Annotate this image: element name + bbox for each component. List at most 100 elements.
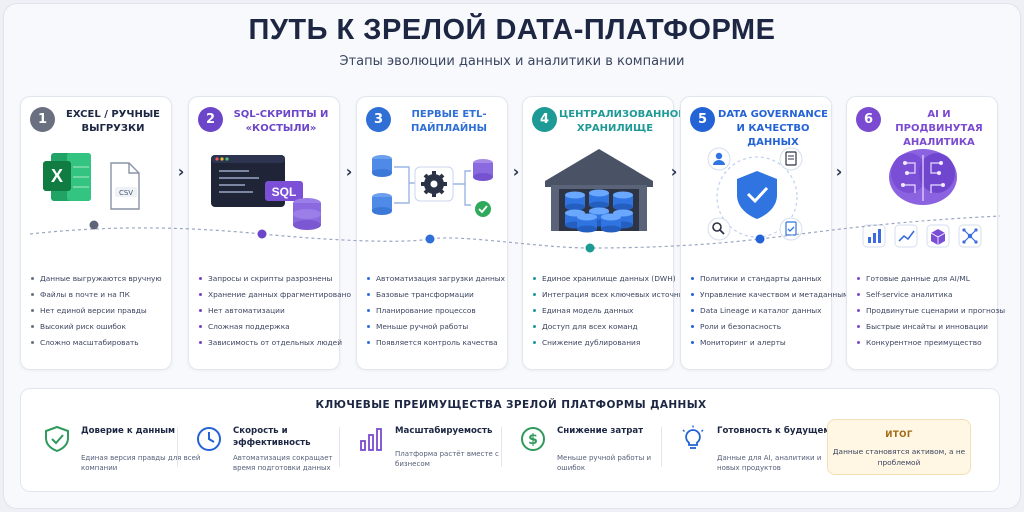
stage-bullets: Единое хранилище данных (DWH)Интеграция … bbox=[533, 273, 697, 353]
stage-bullet: Зависимость от отдельных людей bbox=[199, 337, 342, 353]
cube-icon bbox=[926, 224, 950, 248]
svg-text:CSV: CSV bbox=[119, 189, 133, 197]
gear-icon bbox=[414, 166, 454, 202]
stage-title: SQL-СКРИПТЫ И «КОСТЫЛИ» bbox=[233, 109, 329, 134]
stage-bullet: Базовые трансформации bbox=[367, 289, 507, 305]
stage-card-1: 1 EXCEL / РУЧНЫЕ ВЫГРУЗКИ X CSV Данные в… bbox=[20, 96, 172, 370]
stage-title: DATA GOVERNANCE И КАЧЕСТВО ДАННЫХ bbox=[718, 109, 828, 148]
stage-bullet: Конкурентное преимущество bbox=[857, 337, 997, 353]
benefit-name: Скорость и эффективность bbox=[233, 426, 311, 448]
svg-text:X: X bbox=[51, 166, 63, 186]
stage-number: 3 bbox=[366, 107, 391, 132]
benefit-name: Готовность к будущему bbox=[717, 426, 836, 436]
stage-card-6: 6 AI И ПРОДВИНУТАЯ АНАЛИТИКА Готовые дан… bbox=[846, 96, 1005, 370]
lightbulb-icon bbox=[682, 425, 704, 449]
target-database-icon bbox=[473, 159, 493, 181]
stage-bullet: Хранение данных фрагментировано bbox=[199, 289, 351, 305]
excel-icon: X bbox=[43, 153, 91, 201]
benefit-name: Доверие к данным bbox=[81, 426, 176, 436]
benefit-desc: Данные для AI, аналитики и новых продукт… bbox=[717, 454, 822, 472]
stage-bullet: Быстрые инсайты и инновации bbox=[857, 321, 997, 337]
stage-bullet: Роли и безопасность bbox=[691, 321, 831, 337]
chevron-right-icon: › bbox=[177, 162, 185, 181]
stage-bullet: Сложно масштабировать bbox=[31, 337, 171, 353]
check-circle-icon bbox=[475, 201, 491, 217]
chevron-right-icon: › bbox=[670, 162, 678, 181]
stage-bullet: Меньше ручной работы bbox=[367, 321, 507, 337]
stage-card-4: 4 ЦЕНТРАЛИЗОВАННОЕ ХРАНИЛИЩЕ Единое хран… bbox=[522, 96, 697, 370]
csv-file-icon: CSV bbox=[110, 162, 140, 210]
stage-bullet: Data Lineage и каталог данных bbox=[691, 305, 831, 321]
stage-bullet: Данные выгружаются вручную bbox=[31, 273, 171, 289]
stage-bullet: Запросы и скрипты разрознены bbox=[199, 273, 339, 289]
user-icon bbox=[707, 147, 731, 171]
bar-chart-icon bbox=[360, 428, 382, 451]
warehouse-icon bbox=[545, 149, 653, 233]
stage-title: ЦЕНТРАЛИЗОВАННОЕ ХРАНИЛИЩЕ bbox=[559, 109, 686, 134]
stage-card-2: 2 SQL-СКРИПТЫ И «КОСТЫЛИ» SQL bbox=[188, 96, 351, 370]
source-database-icon bbox=[372, 155, 392, 215]
stage-bullet: Появляется контроль качества bbox=[367, 337, 507, 353]
benefit-desc: Платформа растёт вместе с бизнесом bbox=[395, 450, 499, 468]
stage-bullet: Продвинутые сценарии и прогнозы bbox=[857, 305, 1005, 321]
stage-title: AI И ПРОДВИНУТАЯ АНАЛИТИКА bbox=[895, 109, 983, 148]
svg-text:$: $ bbox=[528, 432, 538, 448]
line-chart-icon bbox=[894, 224, 918, 248]
stage-bullet: Доступ для всех команд bbox=[533, 321, 673, 337]
divider bbox=[177, 427, 178, 467]
page-subtitle: Этапы эволюции данных и аналитики в комп… bbox=[339, 54, 685, 69]
svg-text:SQL: SQL bbox=[272, 185, 297, 199]
stage-bullet: Нет автоматизации bbox=[199, 305, 339, 321]
stage-number: 1 bbox=[30, 107, 55, 132]
clock-icon bbox=[197, 427, 221, 451]
stage-bullet: Управление качеством и метаданными bbox=[691, 289, 853, 305]
stage-bullet: Единая модель данных bbox=[533, 305, 673, 321]
stage-bullet: Self-service аналитика bbox=[857, 289, 997, 305]
chevron-right-icon: › bbox=[345, 162, 353, 181]
stage-bullet: Сложная поддержка bbox=[199, 321, 339, 337]
magnifier-icon bbox=[707, 217, 731, 241]
benefit-desc: Единая версия правды для всей компании bbox=[81, 454, 201, 472]
chevron-right-icon: › bbox=[512, 162, 520, 181]
governance-illustration bbox=[681, 145, 833, 263]
stage-card-5: 5 DATA GOVERNANCE И КАЧЕСТВО ДАННЫХ Поли… bbox=[680, 96, 853, 370]
document-icon bbox=[779, 147, 803, 171]
network-icon bbox=[958, 224, 982, 248]
bar-chart-icon bbox=[862, 224, 886, 248]
chevron-right-icon: › bbox=[835, 162, 843, 181]
ai-analytics-illustration bbox=[847, 145, 999, 263]
shield-check-icon bbox=[45, 425, 69, 453]
stage-bullet: Файлы в почте и на ПК bbox=[31, 289, 171, 305]
database-icon bbox=[293, 198, 321, 230]
stage-number: 6 bbox=[856, 107, 881, 132]
result-title: ИТОГ bbox=[885, 430, 913, 440]
stage-title: EXCEL / РУЧНЫЕ ВЫГРУЗКИ bbox=[65, 109, 161, 134]
stage-bullet: Единое хранилище данных (DWH) bbox=[533, 273, 676, 289]
stage-card-3: 3 ПЕРВЫЕ ETL-ПАЙПЛАЙНЫ bbox=[356, 96, 508, 370]
warehouse-illustration bbox=[523, 145, 675, 263]
stage-bullet: Планирование процессов bbox=[367, 305, 507, 321]
stage-bullet: Снижение дублирования bbox=[533, 337, 673, 353]
excel-csv-illustration: X CSV bbox=[21, 145, 173, 263]
brain-icon bbox=[889, 149, 957, 205]
result-box: ИТОГ Данные становятся активом, а не про… bbox=[827, 419, 971, 475]
benefit-name: Масштабируемость bbox=[395, 426, 493, 436]
benefits-title: КЛЮЧЕВЫЕ ПРЕИМУЩЕСТВА ЗРЕЛОЙ ПЛАТФОРМЫ Д… bbox=[315, 399, 707, 411]
result-text: Данные становятся активом, а не проблемо… bbox=[832, 447, 966, 467]
shield-check-icon bbox=[737, 171, 777, 219]
stage-bullet: Политики и стандарты данных bbox=[691, 273, 831, 289]
divider bbox=[501, 427, 502, 467]
etl-pipeline-illustration bbox=[357, 145, 509, 263]
stage-bullet: Автоматизация загрузки данных bbox=[367, 273, 507, 289]
stage-bullet: Мониторинг и алерты bbox=[691, 337, 831, 353]
sql-scripts-illustration: SQL bbox=[189, 145, 341, 263]
page-title: ПУТЬ К ЗРЕЛОЙ DATA-ПЛАТФОРМЕ bbox=[248, 14, 776, 46]
stage-title: ПЕРВЫЕ ETL-ПАЙПЛАЙНЫ bbox=[411, 109, 487, 134]
dollar-icon: $ bbox=[521, 427, 545, 451]
benefit-name: Снижение затрат bbox=[557, 426, 644, 436]
stage-bullet: Высокий риск ошибок bbox=[31, 321, 171, 337]
